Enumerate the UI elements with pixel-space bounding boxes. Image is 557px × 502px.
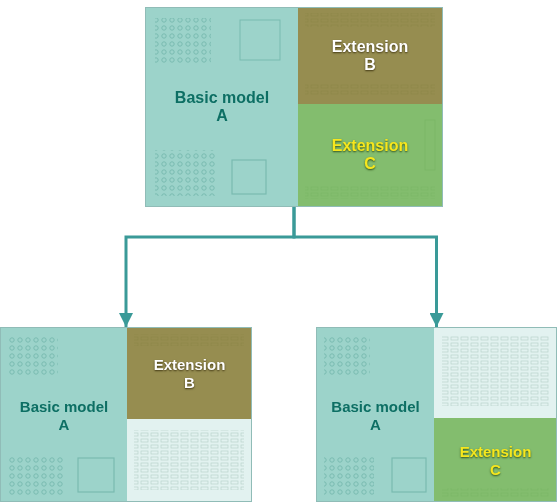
extension-region: Extension C: [434, 418, 557, 502]
extension-region: Extension C: [298, 104, 442, 206]
model-label: Basic model A: [326, 398, 426, 433]
basic-model-region: Basic model A: [146, 8, 298, 206]
extension-label: Extension B: [148, 356, 232, 391]
flow-arrow: [126, 207, 294, 327]
flow-arrow: [294, 207, 437, 327]
model-label: Basic model A: [14, 398, 114, 433]
model-label: Basic model A: [172, 89, 272, 126]
extension-label: Extension C: [454, 443, 538, 478]
board-panel: Basic model A Extension B Extension C: [145, 7, 443, 207]
extension-region: Extension B: [127, 328, 252, 419]
basic-model-region: Basic model A: [317, 328, 434, 502]
board-panel: Basic model A Extension B: [0, 327, 252, 502]
extension-label: Extension C: [328, 137, 412, 174]
board-panel: Basic model A Extension C: [316, 327, 557, 502]
basic-model-region: Basic model A: [1, 328, 127, 502]
extension-label: Extension B: [328, 38, 412, 75]
extension-region: Extension B: [298, 8, 442, 104]
